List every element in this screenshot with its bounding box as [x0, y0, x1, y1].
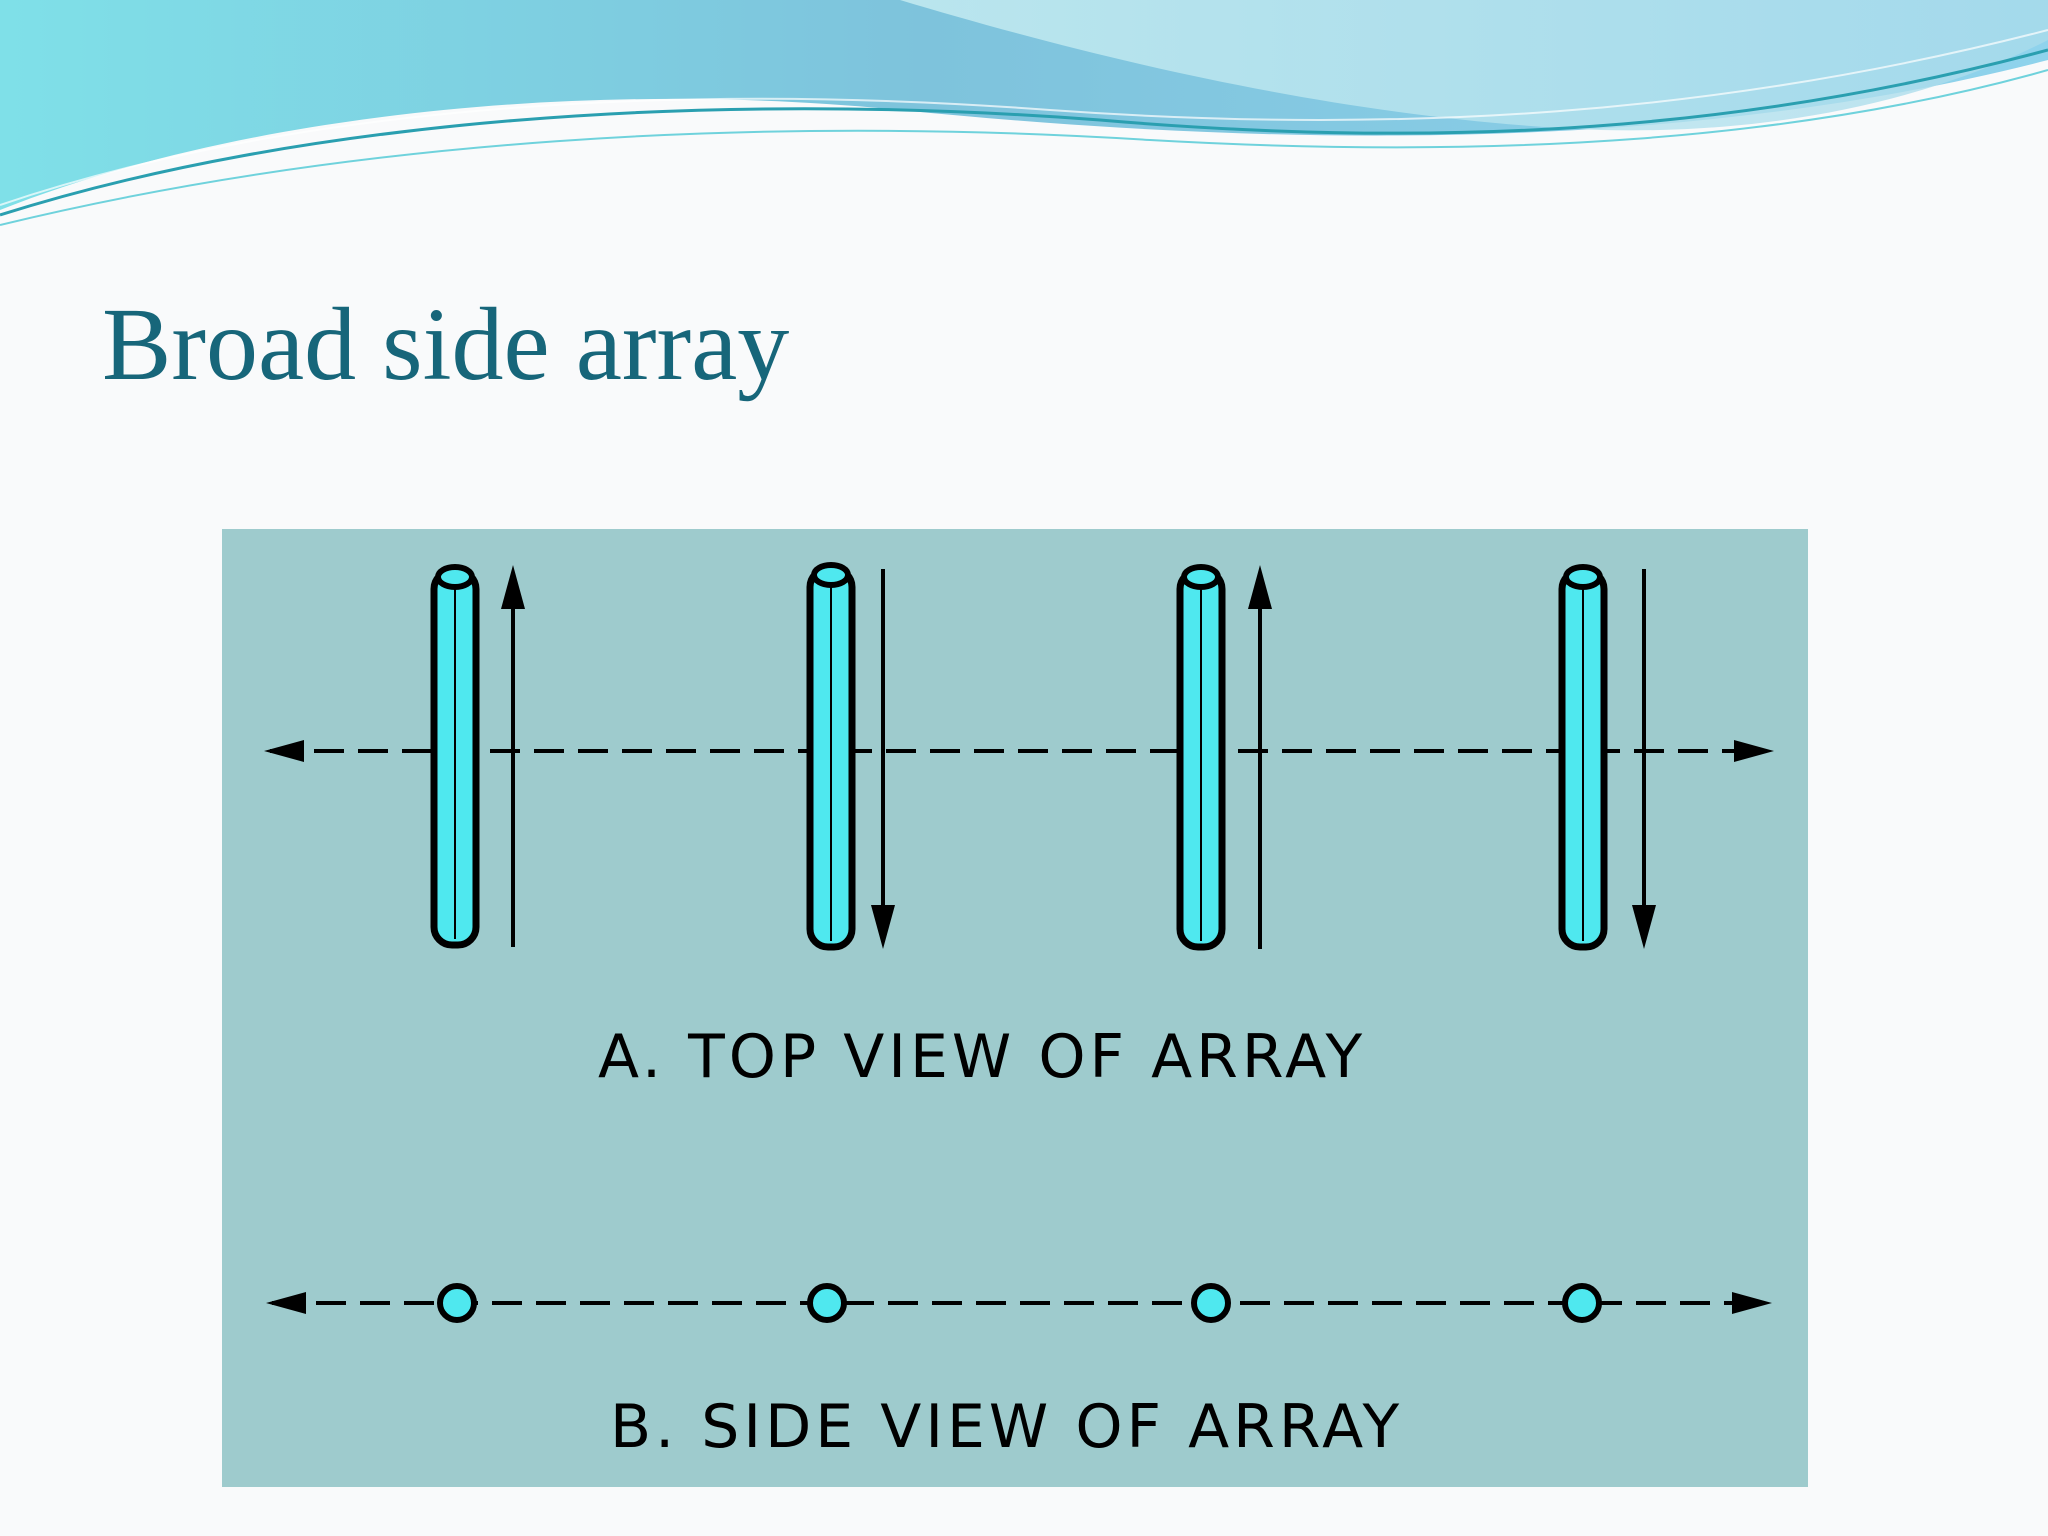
- axis-arrow-right-icon: [1734, 740, 1774, 762]
- side-view-caption: B. SIDE VIEW OF ARRAY: [610, 1392, 1403, 1462]
- diagram-panel: [222, 529, 1808, 1487]
- element-cross-section-1: [437, 1283, 477, 1323]
- element-cross-section-2: [807, 1283, 847, 1323]
- dipole-element-3: [1176, 564, 1226, 951]
- axis-arrow-left-icon: [266, 1292, 306, 1314]
- element-cross-section-3: [1191, 1283, 1231, 1323]
- dipole-element-1: [430, 564, 480, 949]
- current-arrow-up-icon: [501, 565, 525, 947]
- side-view-axis: [266, 1292, 1772, 1314]
- current-arrow-down-icon: [871, 569, 895, 949]
- axis-arrow-left-icon: [264, 740, 304, 762]
- wave-header-decoration: [0, 0, 2048, 226]
- current-arrow-up-icon: [1248, 565, 1272, 949]
- current-arrow-down-icon: [1632, 569, 1656, 949]
- axis-arrow-right-icon: [1732, 1292, 1772, 1314]
- element-cross-section-4: [1562, 1283, 1602, 1323]
- top-view-axis: [264, 740, 1774, 762]
- slide-title: Broad side array: [102, 287, 790, 402]
- dipole-element-4: [1558, 564, 1608, 951]
- broadside-array-diagram: A. TOP VIEW OF ARRAY B. SIDE VIEW OF ARR…: [222, 529, 1808, 1487]
- dipole-element-2: [806, 562, 856, 951]
- diagram-canvas: A. TOP VIEW OF ARRAY B. SIDE VIEW OF ARR…: [222, 529, 1808, 1487]
- top-view-caption: A. TOP VIEW OF ARRAY: [598, 1022, 1366, 1092]
